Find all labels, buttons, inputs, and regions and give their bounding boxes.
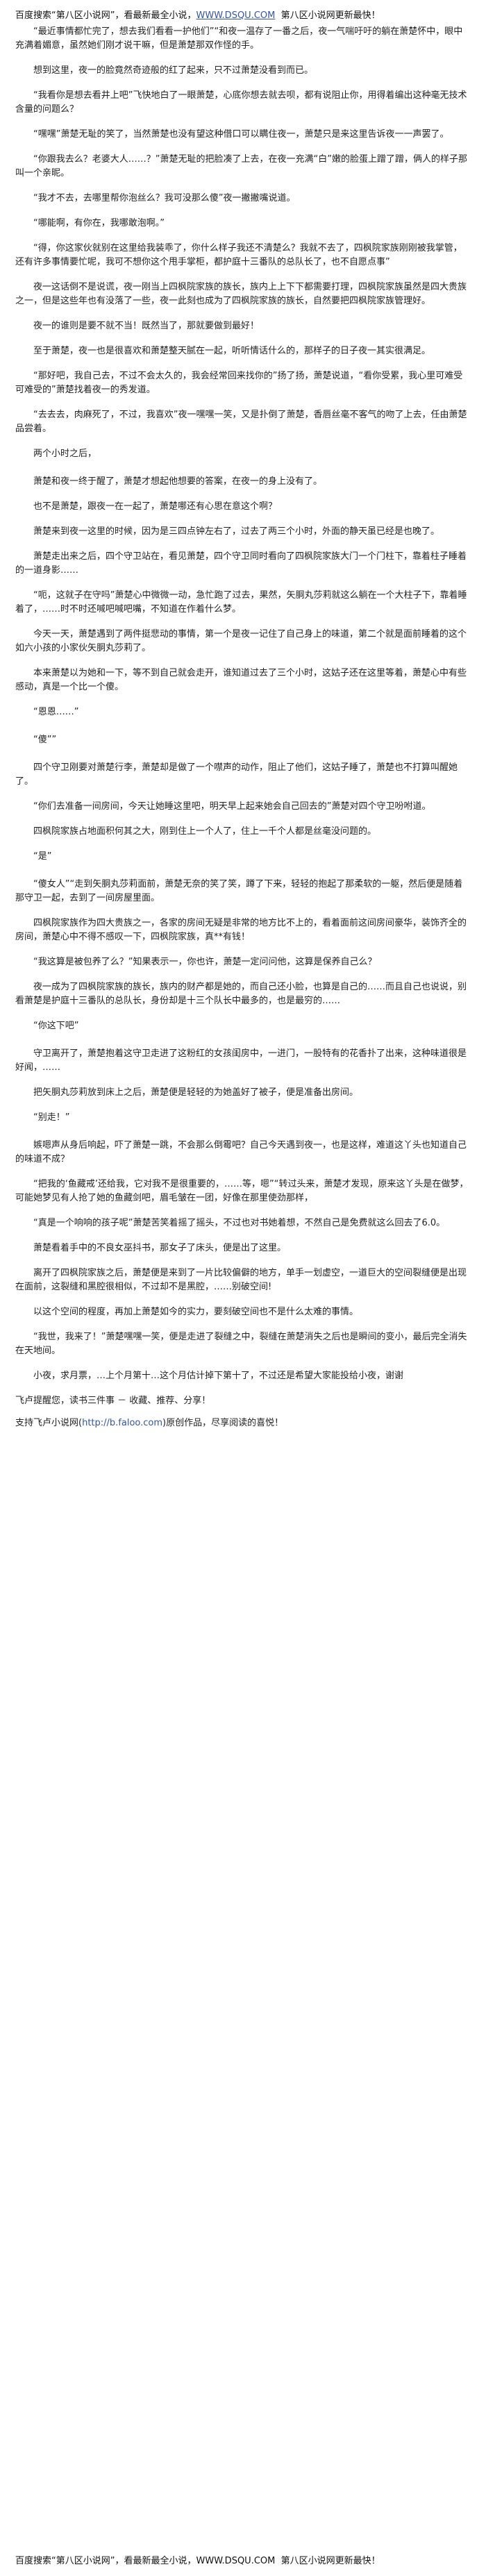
paragraph: 两个小时之后， <box>33 449 97 459</box>
paragraph: 本来萧楚以为她和一下，等不到自己就会走开，谁知道过去了三个小时，这姑子还在这里等… <box>15 668 467 692</box>
paragraph: 萧楚走出来之后，四个守卫站在，看见萧楚，四个守卫同时看向了四枫院家族大门一个门柱… <box>15 551 467 576</box>
footer-support-prefix: 支持飞卢小说网( <box>15 1418 83 1428</box>
footer-reading-tip: 飞卢提醒您，读书三件事 － 收藏、推荐、分享！ <box>15 1396 211 1406</box>
paragraph: “把我的‘鱼藏戒’还给我，它对我不是很重要的，……等，嗯”“转过头来，萧楚才发现… <box>15 1179 469 1203</box>
paragraph: “你这下吧” <box>33 1021 79 1031</box>
paragraph: 夜一成为了四枫院家族的族长，族内的财产都是她的，而自己还小脸，也算是自己的……而… <box>15 982 467 1006</box>
paragraph: “去去去，肉麻死了，不过，我喜欢”夜一嘿嘿一笑，又是扑倒了萧楚，香唇丝毫不客气的… <box>15 410 467 434</box>
top-banner-prefix: 百度搜索“第八区小说网”，看最新最全小说， <box>15 10 196 21</box>
top-banner-suffix: 第八区小说网更新最快！ <box>280 10 380 21</box>
paragraph: 至于萧楚，夜一也是很喜欢和萧楚整天腻在一起，听听情话什么的，那样子的日子夜一其实… <box>33 346 431 356</box>
chapter-body: “最近事情都忙完了，想去我们看看一护他们”“和夜一温存了一番之后，夜一气喘吁吁的… <box>15 25 471 1383</box>
paragraph: “哪能啊，有你在，我哪敢泡啊。” <box>33 218 165 228</box>
paragraph: “你跟我去么？老婆大人……？”萧楚无耻的把脸凑了上去，在夜一充满“白”嫩的脸蛋上… <box>15 154 467 178</box>
paragraph: “得，你这家伙就别在这里给我装乖了，你什么样子我还不清楚么？我就不去了，四枫院家… <box>15 243 462 267</box>
footer-support-suffix: )原创作品，尽享阅读的喜悦！ <box>162 1418 284 1428</box>
paragraph: “那好吧，我自己去，不过不会太久的，我会经常回来找你的”扬了扬，萧楚说道，“看你… <box>15 371 463 395</box>
footer-support-line: 支持飞卢小说网(http://b.faloo.com)原创作品，尽享阅读的喜悦！ <box>15 1416 471 1430</box>
paragraph: “最近事情都忙完了，想去我们看看一护他们”“和夜一温存了一番之后，夜一气喘吁吁的… <box>15 26 463 51</box>
paragraph: 把矢胴丸莎莉放到床上之后，萧楚便是轻轻的为她盖好了被子，便是准备出房间。 <box>33 1087 359 1098</box>
paragraph: 今天一天，萧楚遇到了两件挺悲动的事情，第一个是夜一记住了自己身上的味道，第二个就… <box>15 629 467 653</box>
faloo-link[interactable]: http://b.faloo.com <box>82 1418 163 1428</box>
paragraph: 也不是萧楚，跟夜一在一起了，萧楚哪还有心思在意这个啊？ <box>33 501 278 512</box>
paragraph: “真是一个响响的孩子呢”萧楚苦笑着摇了摇头，不过也对书她着想，不然自己是免费就这… <box>33 1218 446 1228</box>
paragraph: “傻女人”“走到矢胴丸莎莉面前，萧楚无奈的笑了笑，蹲了下来，轻轻的抱起了那柔软的… <box>15 879 463 903</box>
paragraph: “我世，我来了！”萧楚嘿嘿一笑，便是走进了裂缝之中，裂缝在萧楚消失之后也是瞬间的… <box>15 1332 467 1356</box>
paragraph: 离开了四枫院家族之后，萧楚便是来到了一片比较偏僻的地方，单手一划虚空，一道巨大的… <box>15 1268 467 1292</box>
paragraph: 守卫离开了，萧楚抱着这守卫走进了这粉红的女孩闺房中，一进门，一股特有的花香扑了出… <box>15 1048 467 1073</box>
paragraph: 小夜，求月票，…上个月第十…这个月估计掉下第十了，不过还是希望大家能投给小夜，谢… <box>33 1371 404 1381</box>
paragraph: 萧楚看着手中的不良女巫抖书，那女子了床头，便是出了这里。 <box>33 1243 287 1253</box>
bottom-banner-prefix: 百度搜索“第八区小说网”，看最新最全小说， <box>15 2556 196 2566</box>
paragraph: 萧楚和夜一终于醒了，萧楚才想起他想要的答案，在夜一的身上没有了。 <box>33 476 323 487</box>
paragraph: 夜一的谁则是要不就不当！既然当了，那就要做到最好！ <box>33 321 260 331</box>
paragraph: “我看你是想去看井上吧”飞快地白了一眼萧楚，心底你想去就去呗，都有说阻止你，用得… <box>15 90 467 115</box>
paragraph: “我才不去，去哪里帮你泡丝么？我可没那么傻”夜一撇撇嘴说道。 <box>33 193 296 203</box>
paragraph: “是” <box>33 851 52 862</box>
paragraph: “呃，这就子在守吗”萧楚心中微微一动，急忙跑了过去，果然，矢胴丸莎莉就这么躺在一… <box>15 590 467 614</box>
paragraph: 嫉嗯声从身后响起，吓了萧楚一跳，不会那么倒霉吧？自己今天遇到夜一，也是这样，难道… <box>15 1140 467 1164</box>
paragraph: 萧楚来到夜一这里的时候，因为是三四点钟左右了，过去了两三个小时，外面的静天虽已经… <box>33 526 440 537</box>
paragraph: 想到这里，夜一的脸竟然奇迹般的红了起来，只不过萧楚没看到而已。 <box>33 65 314 76</box>
paragraph: “傻”” <box>33 735 57 745</box>
bottom-banner-suffix: 第八区小说网更新最快！ <box>280 2556 380 2566</box>
paragraph: “你们去准备一间房间，今天让她睡这里吧，明天早上起来她会自己回去的”萧楚对四个守… <box>33 801 431 812</box>
paragraph: 以这个空间的程度，再加上萧楚如今的实力，要刻破空间也不是什么太难的事情。 <box>33 1307 359 1317</box>
paragraph: “恩恩……” <box>33 707 79 717</box>
bottom-banner: 百度搜索“第八区小说网”，看最新最全小说，WWW.DSQU.COM 第八区小说网… <box>15 2555 471 2568</box>
paragraph: 四枫院家族作为四大贵族之一，各家的房间无疑是非常的地方比不上的，看着面前这间房间… <box>15 918 467 942</box>
paragraph: “我这算是被包养了么？”知果表示一，你也许，萧楚一定问问他，这算是保养自己么？ <box>33 957 377 967</box>
paragraph: 四个守卫刚要对萧楚行李，萧楚却是做了一个噤声的动作，阻止了他们，这姑子睡了，萧楚… <box>15 762 458 787</box>
paragraph: 四枫院家族占地面积何其之大，刚到住上一个人了，住上一千个人都是丝毫没问题的。 <box>33 826 377 837</box>
paragraph: “嘿嘿”萧楚无耻的笑了，当然萧楚也没有望这种借口可以瞒住夜一，萧楚只是来这里告诉… <box>33 129 449 140</box>
top-banner: 百度搜索“第八区小说网”，看最新最全小说，WWW.DSQU.COM 第八区小说网… <box>15 10 471 22</box>
paragraph: 夜一这话倒不是说谎，夜一刚当上四枫院家族的族长，族内上上下下都需要打理，四枫院家… <box>15 282 467 306</box>
paragraph: “别走！” <box>33 1112 70 1123</box>
bottom-banner-domain-link[interactable]: WWW.DSQU.COM <box>196 2556 276 2566</box>
top-banner-domain-link[interactable]: WWW.DSQU.COM <box>196 10 276 21</box>
